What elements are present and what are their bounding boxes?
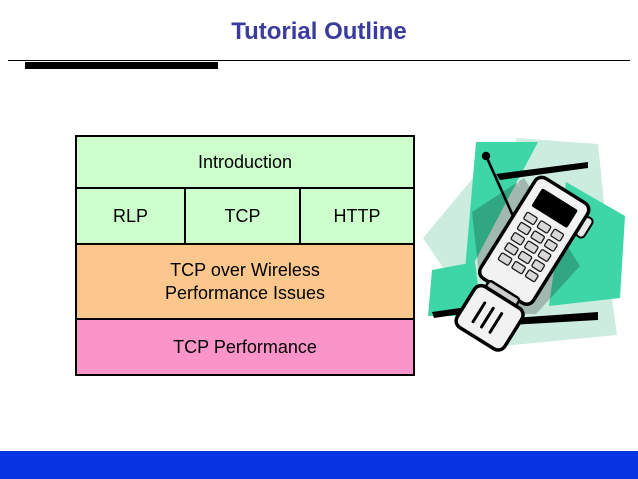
outline-cell-tcp[interactable]: TCP bbox=[186, 189, 301, 243]
outline-row-label-tcp-over-wireless-line2: Performance Issues bbox=[164, 282, 326, 303]
outline-cell-rlp[interactable]: RLP bbox=[77, 189, 186, 243]
outline-row-tcp-performance[interactable]: TCP Performance bbox=[77, 320, 413, 374]
outline-row-tcp-over-wireless[interactable]: TCP over Wireless Performance Issues bbox=[77, 245, 413, 320]
phone-handset bbox=[454, 175, 594, 352]
title-divider-rule bbox=[8, 60, 630, 61]
tutorial-outline-table: Introduction RLP TCP HTTP TCP over Wirel… bbox=[75, 135, 415, 376]
outline-cell-label-http: HTTP bbox=[333, 205, 381, 226]
outline-cell-http[interactable]: HTTP bbox=[301, 189, 413, 243]
title-accent-bar bbox=[25, 62, 218, 69]
slide-footer-bar bbox=[0, 451, 638, 479]
mobile-phone-clipart bbox=[420, 130, 638, 365]
outline-cell-label-tcp: TCP bbox=[224, 205, 261, 226]
phone-mic-grille bbox=[471, 301, 504, 334]
phone-screen bbox=[532, 188, 578, 228]
page-title: Tutorial Outline bbox=[231, 18, 407, 45]
motion-line-top bbox=[496, 162, 588, 180]
outline-row-label-tcp-over-wireless-line1: TCP over Wireless bbox=[170, 259, 320, 280]
outline-cell-label-rlp: RLP bbox=[112, 205, 148, 226]
phone-antenna bbox=[481, 151, 515, 217]
outline-row-label-introduction: Introduction bbox=[197, 151, 293, 172]
outline-row-protocols: RLP TCP HTTP bbox=[77, 189, 413, 245]
phone-keypad bbox=[497, 211, 565, 283]
phone-flip-mouthpiece bbox=[454, 283, 525, 352]
outline-row-introduction[interactable]: Introduction bbox=[77, 137, 413, 189]
antenna-tip bbox=[481, 151, 491, 161]
outline-row-label-tcp-performance: TCP Performance bbox=[173, 336, 317, 357]
